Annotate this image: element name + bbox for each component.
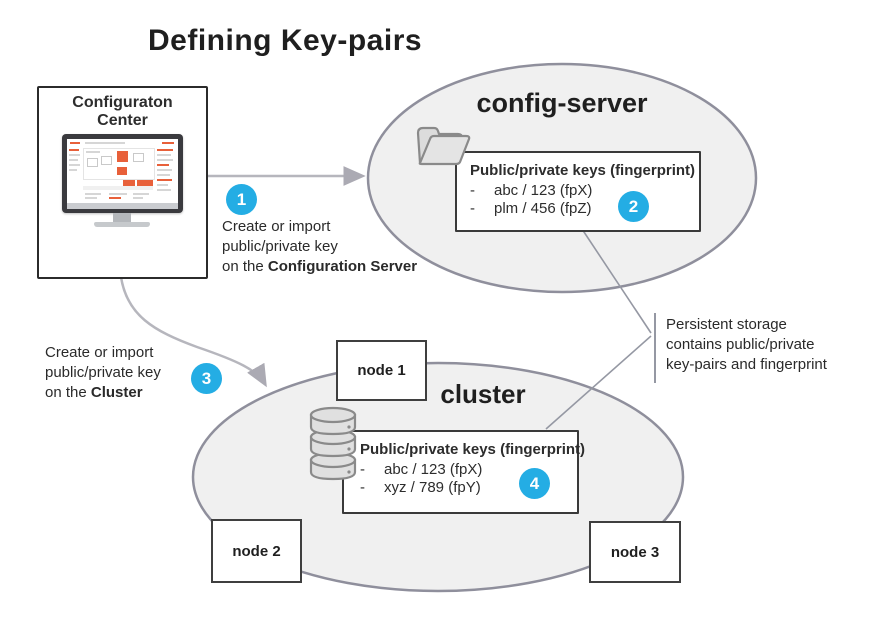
line-configserver-keys-to-note	[581, 228, 652, 334]
database-icon	[309, 406, 357, 481]
monitor-frame	[62, 134, 183, 213]
arrow-center-to-cluster	[119, 276, 267, 388]
node-3-box: node 3	[589, 521, 681, 583]
key-item: -abc / 123 (fpX)	[470, 182, 593, 199]
monitor-chin	[67, 203, 178, 209]
step-1-annotation: Create or import public/private key on t…	[222, 218, 418, 275]
monitor-screenshot	[62, 134, 183, 227]
step-3-badge: 3	[191, 363, 222, 394]
key-item: -plm / 456 (fpZ)	[470, 200, 592, 217]
configuration-center-label: Configuraton Center	[72, 94, 173, 129]
key-item: -xyz / 789 (fpY)	[360, 479, 481, 496]
page-title: Defining Key-pairs	[148, 24, 423, 57]
keys-box-header: Public/private keys (fingerprint)	[470, 162, 696, 179]
cluster-label: cluster	[440, 379, 526, 409]
step-3-annotation: Create or import public/private key on t…	[45, 344, 161, 401]
config-server-label: config-server	[476, 88, 648, 118]
step-4-badge: 4	[519, 468, 550, 499]
folder-icon	[416, 126, 471, 166]
step-1-badge: 1	[226, 184, 257, 215]
node-2-box: node 2	[211, 519, 302, 583]
line-note-to-cluster-keys	[545, 335, 652, 430]
key-item: -abc / 123 (fpX)	[360, 461, 483, 478]
monitor-base	[94, 222, 150, 227]
step-2-badge: 2	[618, 191, 649, 222]
keys-box-header: Public/private keys (fingerprint)	[360, 441, 586, 458]
persistent-storage-note: Persistent storage contains public/priva…	[666, 316, 827, 373]
configuration-center-box: Configuraton Center	[37, 86, 208, 279]
config-server-keys-box: Public/private keys (fingerprint) -abc /…	[455, 151, 701, 232]
node-1-box: node 1	[336, 340, 427, 401]
monitor-stand	[113, 213, 131, 223]
monitor-screen	[67, 139, 178, 203]
